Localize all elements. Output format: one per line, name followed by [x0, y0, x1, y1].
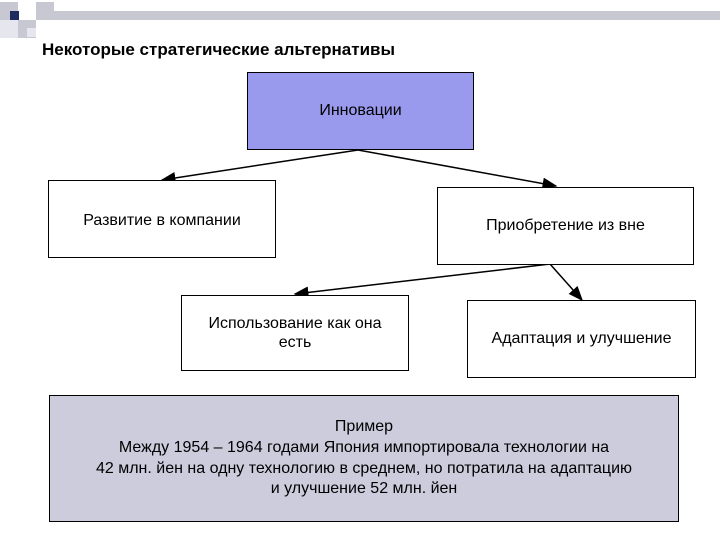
arrow-to-adaptation: [549, 263, 583, 302]
internal-development-box: Развитие в компании: [48, 180, 276, 258]
arrow-to-external-acquisition: [357, 149, 558, 190]
example-line-2: 42 млн. йен на одну технологию в среднем…: [95, 459, 633, 477]
arrow-to-internal-development: [160, 149, 359, 184]
external-acquisition-label: Приобретение из вне: [486, 217, 645, 235]
page-title: Некоторые стратегические альтернативы: [42, 40, 396, 59]
internal-development-label: Развитие в компании: [83, 212, 241, 229]
example-heading: Пример: [334, 417, 394, 435]
adaptation-label: Адаптация и улучшение: [491, 330, 672, 348]
example-line-1: Между 1954 – 1964 годами Япония импортир…: [118, 438, 610, 456]
example-box: Пример Между 1954 – 1964 годами Япония и…: [49, 395, 679, 522]
adaptation-box: Адаптация и улучшение: [467, 300, 696, 378]
innovations-label: Инновации: [319, 102, 402, 119]
external-acquisition-box: Приобретение из вне: [437, 187, 694, 265]
use-as-is-label: Использование как она есть: [208, 314, 382, 351]
example-line-3: и улучшение 52 млн. йен: [270, 480, 458, 498]
use-as-is-box: Использование как она есть: [181, 295, 409, 371]
innovations-box: Инновации: [247, 72, 474, 150]
corner-decoration: [0, 2, 720, 38]
arrow-to-use-as-is: [293, 263, 551, 299]
